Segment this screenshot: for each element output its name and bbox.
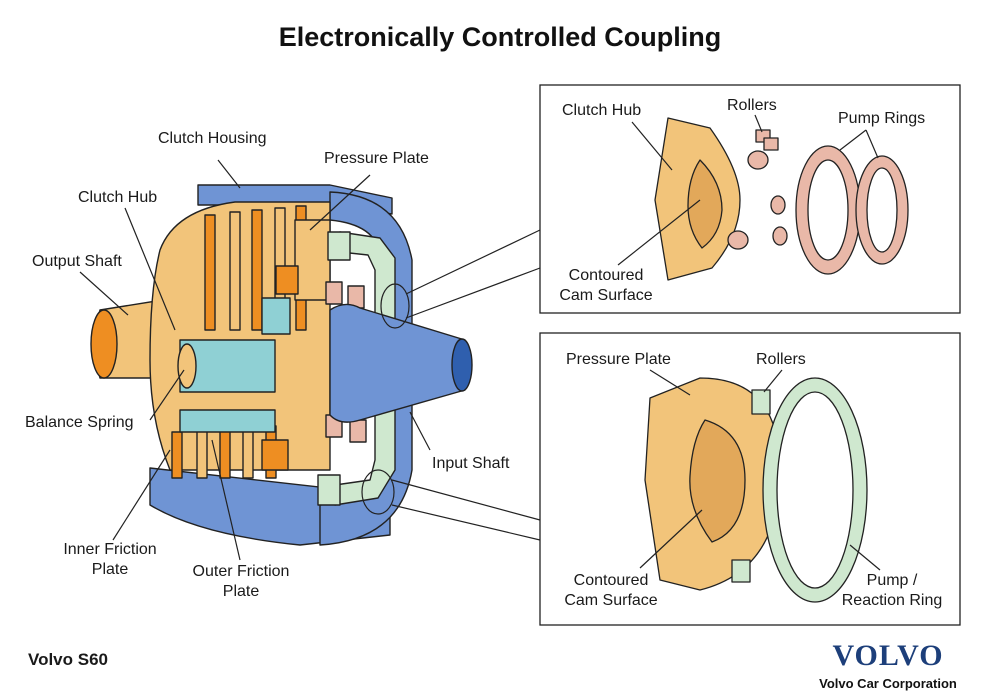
balance-spring bbox=[177, 343, 197, 389]
plate-block-orange-2 bbox=[261, 439, 289, 471]
pressure-plate bbox=[294, 219, 331, 301]
diagram-title: Electronically Controlled Coupling bbox=[278, 22, 722, 52]
label-clutch-housing: Clutch Housing bbox=[158, 130, 267, 147]
bottom-roller-2 bbox=[731, 559, 751, 583]
volvo-logo: VOLVO bbox=[832, 639, 944, 672]
label-inner-friction-plate: Inner Friction Plate bbox=[63, 541, 157, 578]
green-block-top bbox=[327, 231, 351, 261]
bottom-cam-surface bbox=[689, 419, 746, 543]
label-pump-reaction-ring: Pump / Reaction Ring bbox=[841, 572, 943, 609]
main-cutaway bbox=[90, 184, 473, 546]
label-top-cam-surface: Contoured Cam Surface bbox=[559, 267, 653, 304]
label-balance-spring: Balance Spring bbox=[25, 414, 134, 431]
pressure-plate-teal bbox=[261, 297, 291, 335]
top-cam-surface bbox=[687, 159, 723, 249]
output-shaft-end bbox=[90, 309, 118, 379]
plate-block-orange bbox=[275, 265, 299, 295]
label-top-pump-rings: Pump Rings bbox=[838, 110, 926, 127]
label-bottom-pressure-plate: Pressure Plate bbox=[566, 351, 671, 368]
bottom-roller-1 bbox=[751, 389, 771, 415]
detail-top-art bbox=[654, 117, 909, 281]
corporation-name: Volvo Car Corporation bbox=[819, 676, 957, 691]
label-clutch-hub: Clutch Hub bbox=[78, 189, 158, 206]
model-name: Volvo S60 bbox=[28, 650, 108, 669]
input-shaft-end bbox=[451, 338, 473, 392]
detail-box-bottom bbox=[539, 332, 961, 626]
input-shaft bbox=[329, 303, 466, 423]
label-top-rollers: Rollers bbox=[727, 97, 777, 114]
detail-box-top bbox=[539, 84, 961, 314]
zoom-connectors bbox=[361, 229, 541, 541]
label-bottom-cam-surface: Contoured Cam Surface bbox=[564, 572, 658, 609]
label-pressure-plate: Pressure Plate bbox=[324, 150, 429, 167]
label-bottom-rollers: Rollers bbox=[756, 351, 806, 368]
label-top-clutch-hub: Clutch Hub bbox=[562, 102, 642, 119]
green-block-bottom bbox=[317, 474, 341, 506]
label-output-shaft: Output Shaft bbox=[32, 253, 122, 270]
label-input-shaft: Input Shaft bbox=[432, 455, 510, 472]
balance-spring-area-lower bbox=[179, 409, 276, 433]
detail-bottom-art bbox=[644, 377, 868, 603]
label-outer-friction-plate: Outer Friction Plate bbox=[192, 563, 290, 600]
leader-lines bbox=[79, 114, 881, 571]
